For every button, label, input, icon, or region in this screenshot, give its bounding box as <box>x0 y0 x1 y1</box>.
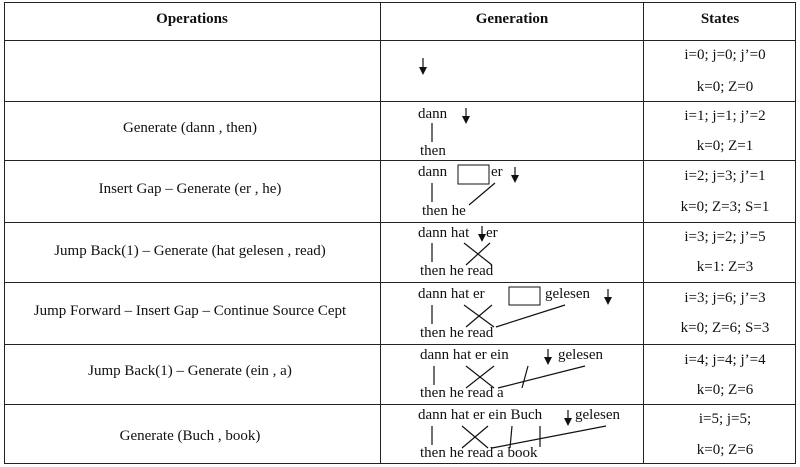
header-operations: Operations <box>156 11 228 27</box>
state-row-3-line1: i=2; j=3; j’=1 <box>684 168 766 184</box>
gen-row-7-source-gelesen: gelesen <box>575 407 620 423</box>
gen-row-4-source-er: er <box>486 225 498 241</box>
state-row-2-line2: k=0; Z=1 <box>696 138 754 154</box>
gen-row-3-target: then he <box>422 203 466 219</box>
gen-row-7-target: then he read a book <box>420 445 538 461</box>
operation-row-3: Insert Gap – Generate (er , he) <box>98 181 282 197</box>
state-row-6-line1: i=4; j=4; j’=4 <box>684 352 766 368</box>
gen-row-4-target: then he read <box>420 263 494 279</box>
gen-row-4-source-dann-hat: dann hat <box>418 225 470 241</box>
state-row-3-line2: k=0; Z=3; S=1 <box>680 199 770 215</box>
header-generation: Generation <box>475 11 549 27</box>
gen-row-6-source-dann-hat-er-ein: dann hat er ein <box>420 347 509 363</box>
gen-row-7-source-words: dann hat er ein Buch <box>418 407 543 423</box>
operation-row-4: Jump Back(1) – Generate (hat gelesen , r… <box>54 243 326 259</box>
state-row-2-line1: i=1; j=1; j’=2 <box>684 108 766 124</box>
operation-row-5: Jump Forward – Insert Gap – Continue Sou… <box>33 303 347 319</box>
gen-row-3-source-dann: dann <box>418 164 448 180</box>
state-row-5-line2: k=0; Z=6; S=3 <box>680 320 770 336</box>
header-states: States <box>700 11 740 27</box>
gen-row-6-source-gelesen: gelesen <box>558 347 603 363</box>
gen-row-2-target: then <box>420 143 446 159</box>
state-row-1-line2: k=0; Z=0 <box>696 79 754 95</box>
gen-row-5-source-dann-hat-er: dann hat er <box>418 286 485 302</box>
gen-row-6-target: then he read a <box>420 385 504 401</box>
operation-row-7: Generate (Buch , book) <box>119 428 261 444</box>
state-row-7-line1: i=5; j=5; <box>698 411 752 427</box>
gen-row-5-source-gelesen: gelesen <box>545 286 590 302</box>
state-row-1-line1: i=0; j=0; j’=0 <box>684 47 766 63</box>
state-row-7-line2: k=0; Z=6 <box>696 442 754 458</box>
gen-row-2-source: dann <box>418 106 448 122</box>
state-row-6-line2: k=0; Z=6 <box>696 382 754 398</box>
state-row-5-line1: i=3; j=6; j’=3 <box>684 290 766 306</box>
gen-row-3-source-er: er <box>491 164 503 180</box>
operation-row-2: Generate (dann , then) <box>122 120 258 136</box>
operation-row-6: Jump Back(1) – Generate (ein , a) <box>88 363 292 379</box>
state-row-4-line1: i=3; j=2; j’=5 <box>684 229 766 245</box>
state-row-4-line2: k=1: Z=3 <box>696 259 754 275</box>
gen-row-5-target: then he read <box>420 325 494 341</box>
